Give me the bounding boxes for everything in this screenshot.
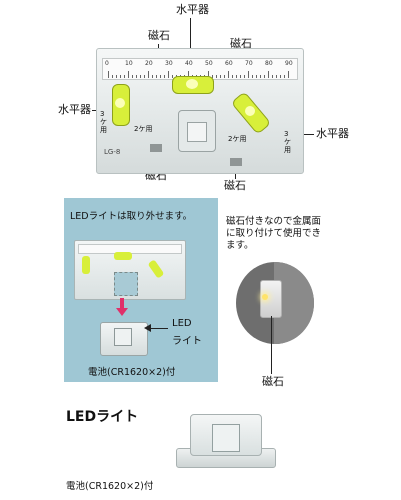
magnet-note-line3: ます。	[226, 240, 254, 251]
ruler-tick	[248, 71, 249, 78]
mini-vial-center	[114, 252, 132, 260]
ruler-tick	[272, 75, 273, 78]
right-vial-bubble	[245, 106, 255, 116]
led-arrow-head	[144, 324, 151, 332]
ruler-tick	[164, 75, 165, 78]
ruler-tick	[240, 75, 241, 78]
leader-line	[235, 169, 236, 179]
ruler-number: 30	[165, 60, 173, 67]
ruler-number: 60	[225, 60, 233, 67]
mini-led-slot	[114, 272, 138, 296]
ruler-tick	[260, 75, 261, 78]
led-light-window	[212, 424, 240, 452]
ruler-tick	[252, 75, 253, 78]
led-window	[187, 122, 207, 142]
ruler-number: 70	[245, 60, 253, 67]
led-module-window	[114, 328, 132, 346]
battery-label: 電池(CR1620×2)付	[88, 367, 176, 378]
magnet-note-line1: 磁石付きなので金属面	[226, 216, 322, 227]
ruler-tick	[276, 75, 277, 78]
magnet-label-top-right: 磁石	[230, 37, 252, 50]
led-battery-label: 電池(CR1620×2)付	[66, 481, 154, 492]
ruler-number: 90	[285, 60, 293, 67]
level-label-left: 水平器	[58, 103, 91, 116]
magnet-note: 磁石付きなので金属面 に取り付けて使用でき ます。	[226, 216, 396, 252]
magnet-leader	[271, 316, 272, 374]
led-light-image	[176, 414, 276, 474]
pink-arrow-shaft	[120, 298, 124, 308]
magnet-block	[230, 158, 242, 166]
ruler-tick	[208, 71, 209, 78]
label-2-left: 2ケ用	[134, 125, 153, 133]
level-product-image: 0 10 20 30 40 50 60 70 80 90 3ケ用 2ケ用 2ケ用 3ケ用 LG-8	[96, 48, 304, 174]
ruler-tick	[160, 75, 161, 78]
ruler-number: 50	[205, 60, 213, 67]
center-vial-bubble	[186, 79, 198, 89]
led-label-line1: LED	[172, 318, 192, 329]
magnet-label-top-left: 磁石	[148, 29, 170, 42]
magnet-label-bottom-right: 磁石	[224, 179, 246, 192]
magnet-block	[150, 144, 162, 152]
ruler-tick	[280, 75, 281, 78]
ruler-tick	[256, 75, 257, 78]
level-label-right: 水平器	[316, 127, 349, 140]
ruler-tick	[116, 75, 117, 78]
led-arrow-line	[150, 328, 168, 329]
ruler-tick	[172, 75, 173, 78]
ruler-number: 20	[145, 60, 153, 67]
ruler-tick	[224, 75, 225, 78]
ruler-tick	[152, 75, 153, 78]
led-removable-box: LEDライトは取り外せます。 LED ライト 電池(CR1620×2)付	[64, 198, 218, 382]
level-label-top: 水平器	[176, 3, 209, 16]
ruler-tick	[216, 75, 217, 78]
ruler-tick	[140, 75, 141, 78]
ruler-number: 10	[125, 60, 133, 67]
ruler-number: 40	[185, 60, 193, 67]
label-3-right: 3ケ用	[284, 130, 291, 154]
ruler-tick	[232, 75, 233, 78]
ruler-tick	[112, 75, 113, 78]
magnet-label-bottom: 磁石	[262, 375, 284, 388]
ruler-tick	[136, 75, 137, 78]
ruler-tick	[148, 71, 149, 78]
leader-line	[190, 18, 191, 64]
ruler-tick	[268, 71, 269, 78]
ruler-tick	[228, 71, 229, 78]
ruler-tick	[144, 75, 145, 78]
pink-arrow-head	[116, 308, 128, 316]
magnet-note-line2: に取り付けて使用でき	[226, 228, 322, 239]
ruler-tick	[236, 75, 237, 78]
ruler-tick	[168, 71, 169, 78]
ruler-tick	[120, 75, 121, 78]
ruler-tick	[220, 75, 221, 78]
led-section-title: LEDライト	[66, 409, 139, 425]
ruler-number: 80	[265, 60, 273, 67]
ruler-tick	[156, 75, 157, 78]
ruler-tick	[284, 75, 285, 78]
label-2-right: 2ケ用	[228, 135, 247, 143]
ruler-number: 0	[105, 60, 109, 67]
ruler-tick	[124, 75, 125, 78]
led-removable-header: LEDライトは取り外せます。	[70, 211, 193, 222]
ruler-tick	[128, 71, 129, 78]
ruler-tick	[188, 71, 189, 78]
led-glow	[262, 294, 268, 300]
label-3-left: 3ケ用	[100, 110, 107, 134]
metal-surface-photo	[236, 262, 314, 344]
ruler-tick	[132, 75, 133, 78]
ruler-tick	[264, 75, 265, 78]
ruler-tick	[288, 71, 289, 78]
mini-vial-left	[82, 256, 90, 274]
led-label-line2: ライト	[172, 336, 202, 347]
left-vial-bubble	[115, 98, 125, 108]
ruler-tick	[108, 71, 109, 78]
ruler-tick	[244, 75, 245, 78]
model-number: LG-8	[104, 148, 121, 156]
ruler-tick	[212, 75, 213, 78]
